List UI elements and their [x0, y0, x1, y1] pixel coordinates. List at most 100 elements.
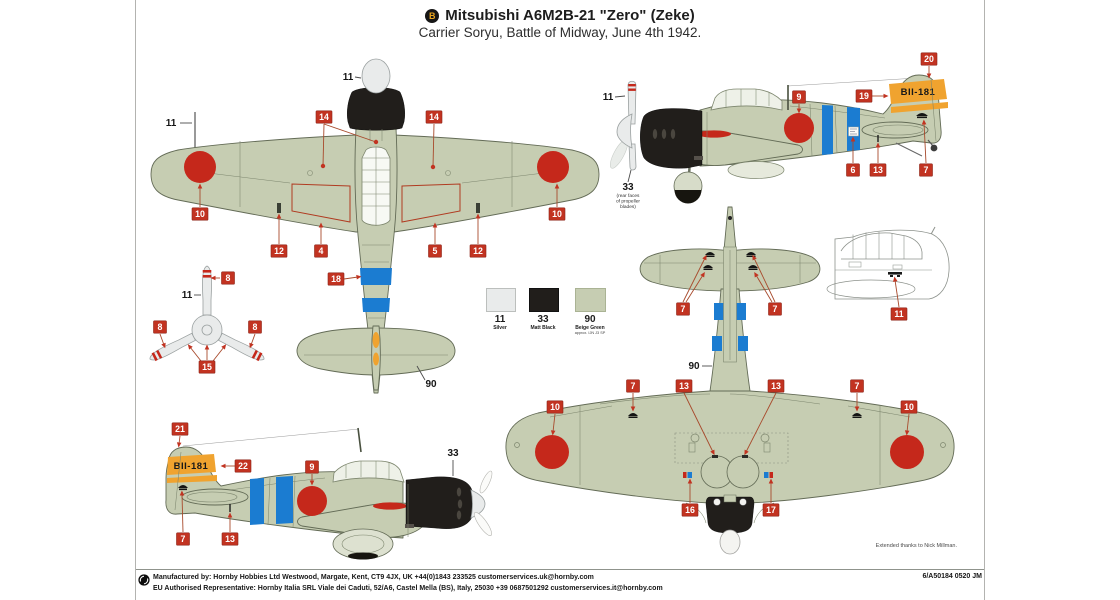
callout-17: 17	[762, 478, 780, 517]
swatch-code: 90	[584, 314, 596, 325]
svg-text:11: 11	[603, 92, 614, 103]
svg-text:20: 20	[924, 54, 934, 64]
tailplane	[861, 121, 929, 139]
callout-8: 8	[248, 320, 262, 349]
callout-13: 13	[869, 142, 887, 177]
callout-10: 10	[900, 400, 918, 436]
callout-33: 33	[447, 448, 459, 476]
aircraft-right-profile: BII-181	[609, 74, 948, 204]
callout-14: 14	[425, 110, 443, 170]
tail-band-top	[373, 352, 379, 366]
callout-8: 8	[210, 271, 235, 285]
antenna-wire	[182, 428, 360, 447]
svg-text:9: 9	[797, 92, 802, 102]
green-dot-icon	[138, 574, 150, 586]
callout-22: 22	[220, 459, 252, 473]
aircraft-left-profile: BII-181	[165, 427, 493, 560]
svg-text:10: 10	[904, 402, 914, 412]
svg-text:90: 90	[688, 361, 700, 372]
swatch-silver-chip	[486, 288, 516, 312]
svg-text:14: 14	[429, 112, 439, 122]
spinner	[616, 113, 633, 149]
callout-12: 12	[270, 213, 288, 258]
svg-text:33: 33	[622, 182, 634, 193]
swatch-beige-green: 90 Beige Green approx. IJN J3 SP	[572, 288, 608, 335]
manufacturer-line: Manufactured by: Hornby Hobbies Ltd West…	[153, 574, 594, 581]
svg-text:7: 7	[924, 165, 929, 175]
callout-5: 5	[428, 222, 442, 258]
svg-text:10: 10	[195, 209, 205, 219]
antenna-mast	[357, 427, 362, 453]
swatch-name: Silver	[493, 325, 507, 331]
callout-13: 13	[675, 379, 715, 456]
fuselage-band	[738, 336, 748, 351]
callout-9: 9	[792, 90, 806, 114]
callout-11: 11	[343, 72, 362, 83]
callout-7: 7	[626, 379, 640, 412]
exhaust	[405, 524, 414, 528]
drop-tank	[727, 161, 785, 179]
center-section-outline	[674, 432, 789, 464]
callout-8: 8	[153, 320, 167, 349]
canopy	[332, 460, 405, 483]
svg-text:7: 7	[631, 381, 636, 391]
tail-code: BII-181	[901, 87, 936, 98]
header: B Mitsubishi A6M2B-21 "Zero" (Zeke) Carr…	[136, 7, 984, 40]
swatch-name: Beige Green	[575, 325, 605, 331]
callout-19: 19	[855, 89, 889, 103]
manufacturer-info: Manufactured by: Hornby Hobbies Ltd West…	[153, 572, 853, 594]
roundel	[784, 113, 814, 143]
roundel	[297, 486, 327, 516]
callout-12: 12	[469, 213, 487, 258]
footer-divider	[136, 569, 984, 570]
svg-text:16: 16	[685, 505, 695, 515]
aileron-hinge	[277, 203, 281, 213]
line-art-fuselage	[826, 226, 950, 300]
gear-hinge	[712, 455, 718, 458]
callout-90: 90	[688, 361, 712, 372]
aircraft-bottom	[505, 206, 955, 555]
svg-text:8: 8	[253, 322, 258, 332]
antenna-wire	[787, 77, 918, 87]
spinner	[470, 489, 486, 519]
swatch-code: 33	[537, 314, 549, 325]
tail-code: BII-181	[174, 461, 209, 472]
cowling	[347, 87, 405, 131]
page-border-right	[984, 0, 985, 600]
propeller-hub	[191, 314, 223, 346]
callout-90: 90	[416, 365, 437, 390]
roundel	[535, 435, 569, 469]
callout-10: 10	[191, 183, 209, 221]
canopy	[710, 88, 783, 111]
svg-text:10: 10	[552, 209, 562, 219]
fuselage-band	[362, 298, 390, 312]
svg-text:9: 9	[310, 462, 315, 472]
svg-text:12: 12	[473, 246, 483, 256]
carb-intake	[723, 494, 737, 503]
fuselage-detail-drawing: 11	[826, 226, 950, 321]
fuselage-band	[712, 336, 722, 351]
svg-text:13: 13	[771, 381, 781, 391]
wings	[505, 390, 955, 504]
callout-10: 10	[548, 183, 566, 221]
callout-11: 11	[166, 118, 192, 129]
svg-text:5: 5	[433, 246, 438, 256]
callout-11: 11	[890, 276, 908, 321]
svg-text:8: 8	[158, 322, 163, 332]
callout-7: 7	[752, 254, 782, 316]
roundel	[890, 435, 924, 469]
callout-6: 6	[846, 136, 860, 177]
gear-hinge	[742, 455, 748, 458]
svg-text:10: 10	[550, 402, 560, 412]
svg-text:7: 7	[681, 304, 686, 314]
swatch-code: 11	[494, 314, 506, 325]
eu-representative-line: EU Authorised Representative: Hornby Ita…	[153, 585, 663, 592]
tail-stripe	[891, 102, 948, 113]
page-subtitle: Carrier Soryu, Battle of Midway, June 4t…	[418, 25, 702, 40]
callout-15: 15	[187, 344, 227, 374]
